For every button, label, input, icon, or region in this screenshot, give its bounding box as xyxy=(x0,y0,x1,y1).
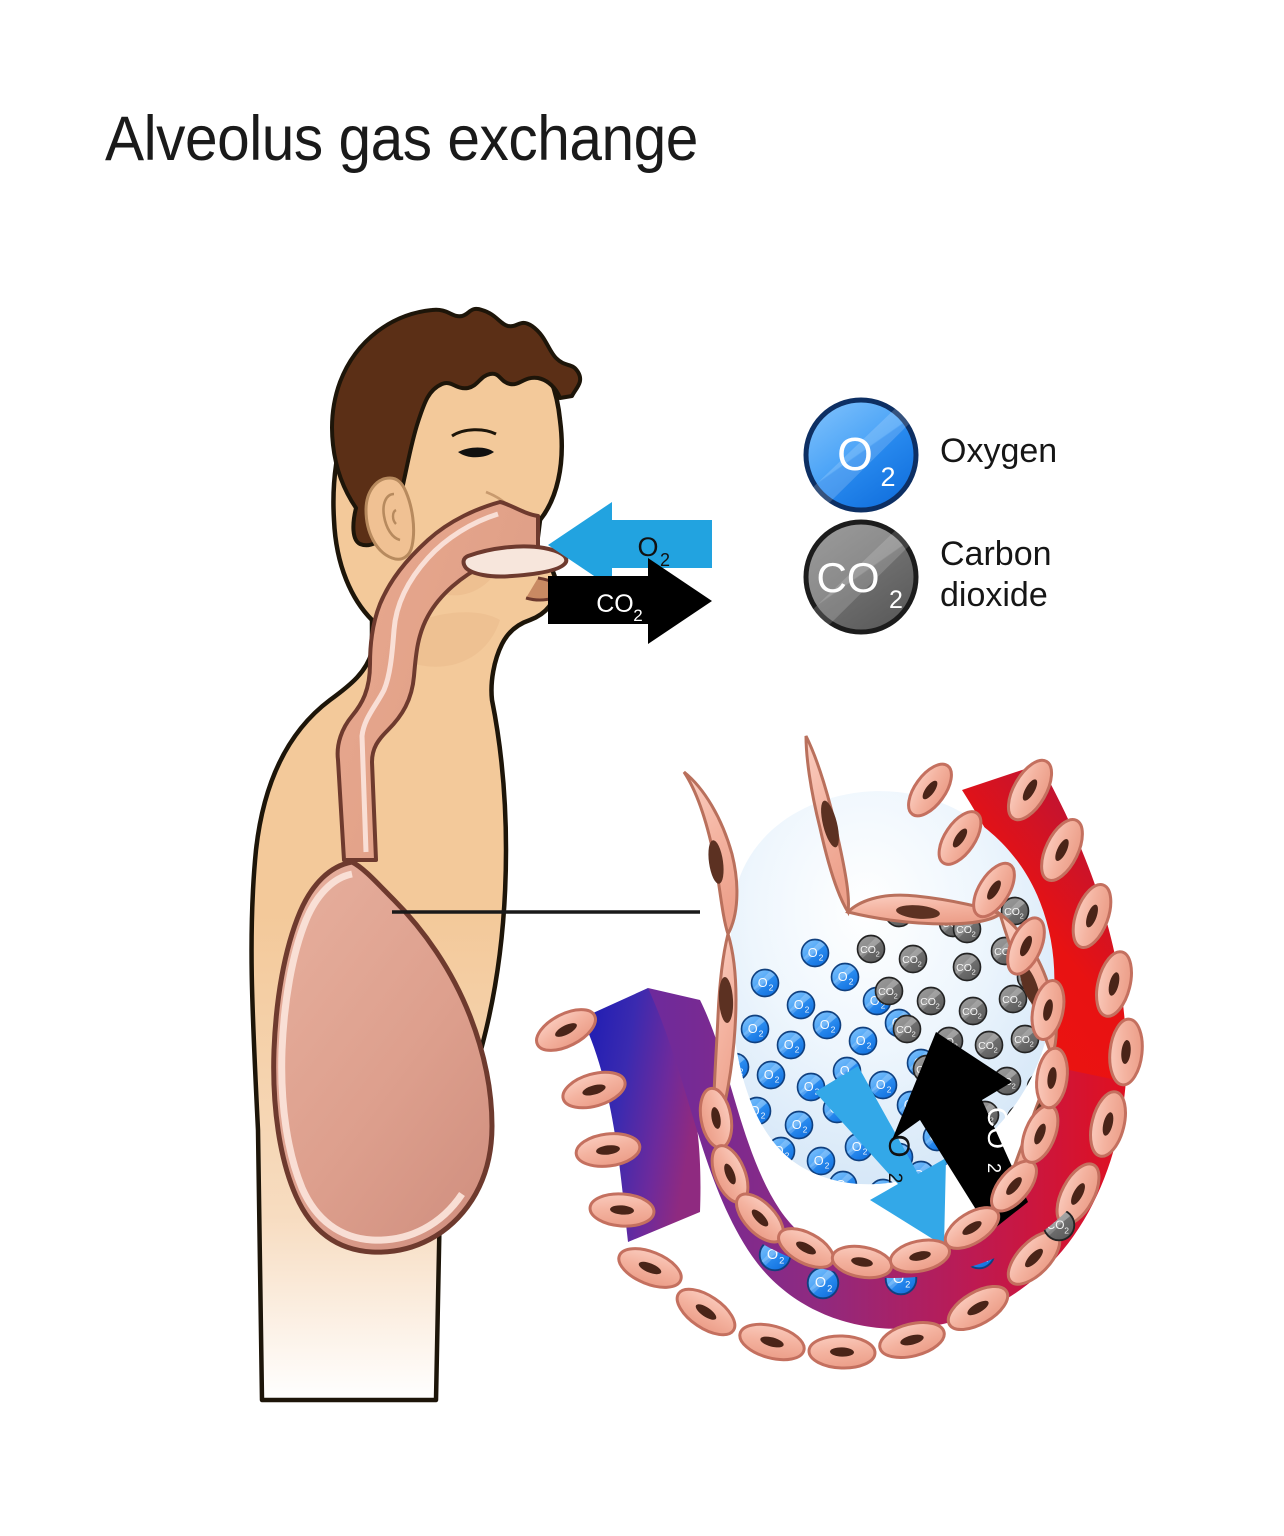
eye xyxy=(458,447,494,458)
legend-oxygen-label: Oxygen xyxy=(940,432,1058,470)
carbon-dioxide-diffusion-arrow: CO 2 xyxy=(892,1032,1028,1232)
inhale-arrow-label: O xyxy=(637,532,658,562)
oxygen-arrow-sublabel: 2 xyxy=(884,1173,905,1184)
exhale-arrow-sublabel: 2 xyxy=(633,606,642,625)
legend-co2-sphere: CO 2 xyxy=(803,519,919,635)
oxygen-diffusion-arrow: O 2 xyxy=(815,1066,946,1246)
brow xyxy=(451,428,497,438)
lung-inner-highlight xyxy=(278,870,465,1244)
oral-cavity xyxy=(461,544,569,579)
legend-group: O 2 CO 2 xyxy=(803,397,919,635)
inhale-oxygen-arrow: O 2 xyxy=(548,502,712,588)
airway-highlight xyxy=(359,511,499,853)
capillary-arc xyxy=(648,988,1126,1329)
svg-text:2: 2 xyxy=(880,462,895,492)
exhale-arrow-label: CO xyxy=(596,590,634,618)
lung xyxy=(271,859,495,1255)
capillary-deoxygenated-limb xyxy=(582,988,701,1242)
oxygen-arrow-label: O xyxy=(882,1134,915,1157)
svg-text:O: O xyxy=(837,428,873,480)
alveolus-group: O 2 CO 2 xyxy=(535,735,1144,1370)
capillary-endothelial-cells-outer xyxy=(535,758,1144,1370)
svg-text:2: 2 xyxy=(889,586,903,614)
svg-text:CO: CO xyxy=(817,554,880,601)
ear xyxy=(364,476,416,561)
co2-arrow-label: CO xyxy=(982,1107,1013,1149)
capillary-endothelial-cells-inner xyxy=(698,762,1069,1280)
legend-carbon-dioxide-label: Carbon dioxide xyxy=(940,535,1052,614)
exhale-carbon-dioxide-arrow: CO 2 xyxy=(548,558,712,644)
co2-arrow-sublabel: 2 xyxy=(984,1163,1004,1173)
human-figure-group xyxy=(249,306,700,1403)
page-title: Alveolus gas exchange xyxy=(105,104,698,174)
legend-oxygen-sphere: O 2 xyxy=(803,397,919,513)
inhale-arrow-sublabel: 2 xyxy=(660,550,670,570)
breath-arrows-group: O 2 CO 2 xyxy=(548,502,712,644)
